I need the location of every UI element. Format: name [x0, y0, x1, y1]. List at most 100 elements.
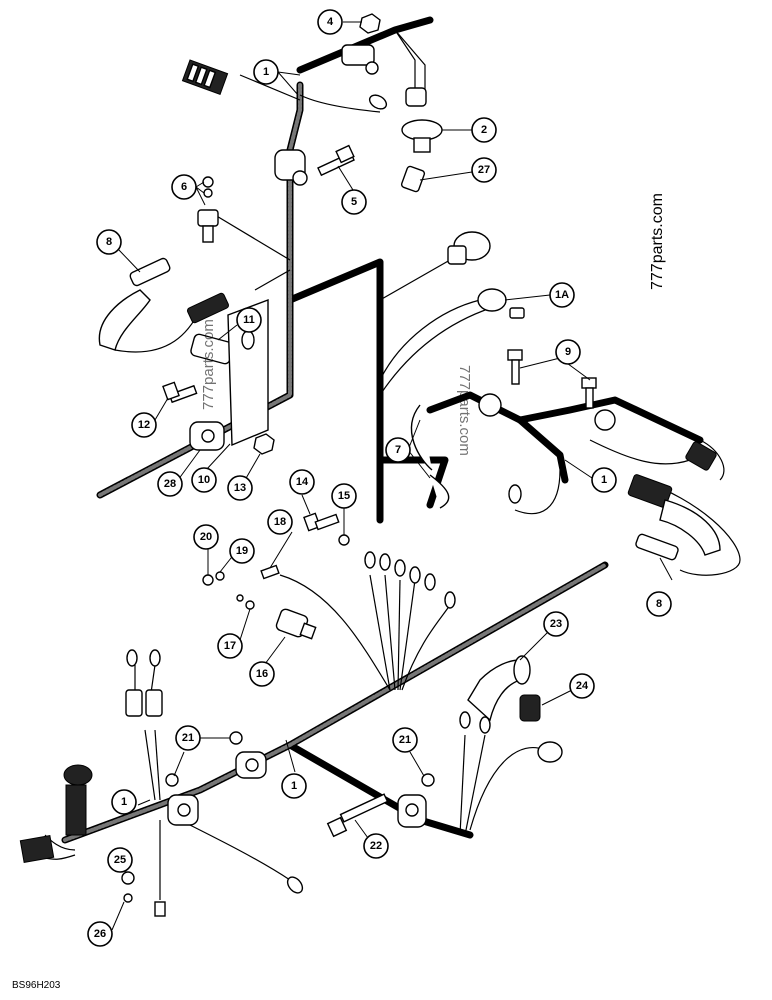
svg-text:8: 8: [656, 598, 662, 610]
svg-text:21: 21: [182, 732, 194, 744]
callout-24: 24: [569, 673, 595, 699]
svg-text:11: 11: [243, 314, 255, 326]
bolt-14: [303, 512, 340, 532]
callout-16: 16: [249, 661, 275, 687]
watermark-left: 777parts.com: [200, 319, 217, 410]
callout-13: 13: [227, 475, 253, 501]
svg-text:1A: 1A: [555, 289, 569, 301]
svg-text:14: 14: [296, 476, 309, 488]
bolt-5: [317, 144, 355, 177]
washer-19: [215, 571, 225, 581]
left-connector: [19, 764, 93, 864]
callout-21-left: 21: [175, 725, 201, 751]
terminal: [154, 901, 166, 917]
svg-text:22: 22: [370, 840, 382, 852]
callout-18: 18: [267, 509, 293, 535]
boot-23: [467, 655, 531, 722]
ring-terminal: [126, 649, 138, 667]
svg-text:7: 7: [395, 444, 401, 456]
svg-text:1: 1: [121, 796, 127, 808]
harness-clamp-top: [341, 44, 379, 75]
callout-1-right: 1: [591, 467, 617, 493]
ring-terminal: [149, 649, 161, 667]
svg-text:18: 18: [274, 516, 286, 528]
callout-27: 27: [471, 157, 497, 183]
nut-21: [229, 731, 243, 745]
nut-21: [165, 773, 179, 787]
callout-4: 4: [317, 9, 343, 35]
callout-23: 23: [543, 611, 569, 637]
fuse-holder: [125, 689, 143, 717]
harness-grommet: [478, 393, 502, 417]
fuse-holder: [145, 689, 163, 717]
svg-text:17: 17: [224, 640, 236, 652]
sensor-8-right: [635, 499, 721, 561]
terminal-set-18: [260, 551, 456, 609]
nut-20: [202, 574, 214, 586]
clamp-5: [274, 149, 308, 186]
bolt-12: [162, 381, 198, 404]
callout-7: 7: [385, 437, 411, 463]
leader-lines: [111, 21, 673, 931]
callout-6: 6: [171, 174, 197, 200]
ring-terminal: [479, 716, 491, 734]
nut-4: [359, 13, 381, 34]
callout-25: 25: [107, 847, 133, 873]
svg-text:9: 9: [565, 346, 571, 358]
clamp-21-right: [397, 794, 427, 828]
callout-19: 19: [229, 538, 255, 564]
callout-5: 5: [341, 189, 367, 215]
callout-1a: 1A: [549, 282, 575, 308]
svg-text:2: 2: [481, 124, 487, 136]
svg-text:20: 20: [200, 531, 212, 543]
callout-9: 9: [555, 339, 581, 365]
callout-12: 12: [131, 412, 157, 438]
round-connector: [447, 231, 491, 265]
harness-grommet: [594, 409, 616, 431]
callout-14: 14: [289, 469, 315, 495]
clamp-21-left: [167, 794, 199, 826]
callout-15: 15: [331, 483, 357, 509]
watermarks: 777parts.com 777parts.com 777parts.com: [200, 193, 666, 456]
svg-text:4: 4: [327, 16, 334, 28]
callout-20: 20: [193, 524, 219, 550]
washer-26: [123, 893, 133, 903]
nut-21: [421, 773, 435, 787]
sensor-16: [275, 608, 317, 640]
clamp-28: [189, 421, 225, 451]
components: [19, 13, 721, 917]
svg-text:24: 24: [576, 680, 589, 692]
wires: [44, 29, 741, 900]
callout-2: 2: [471, 117, 497, 143]
callout-17: 17: [217, 633, 243, 659]
callout-28: 28: [157, 471, 183, 497]
svg-text:16: 16: [256, 668, 268, 680]
svg-text:23: 23: [550, 618, 562, 630]
svg-text:21: 21: [399, 734, 411, 746]
end-cap: [537, 741, 563, 763]
callout-11: 11: [236, 307, 262, 333]
multipin-connector: [181, 59, 229, 95]
svg-text:28: 28: [164, 478, 176, 490]
callout-8-left: 8: [96, 229, 122, 255]
figure-code: BS96H203: [12, 980, 61, 991]
callout-8-right: 8: [646, 591, 672, 617]
svg-text:5: 5: [351, 196, 357, 208]
ring-terminal: [286, 876, 304, 894]
clamp-21-mid: [235, 751, 267, 779]
cap-24: [519, 694, 541, 722]
callout-21-right: 21: [392, 727, 418, 753]
temp-sender-6: [197, 176, 219, 243]
svg-text:1: 1: [263, 66, 269, 78]
svg-text:19: 19: [236, 545, 248, 557]
ring-terminal: [508, 484, 522, 504]
watermark-right: 777parts.com: [649, 193, 666, 290]
ground-strap-7: [410, 404, 450, 509]
connector-right-mate: [627, 474, 673, 508]
callout-26: 26: [87, 921, 113, 947]
ring-terminal: [459, 711, 471, 729]
sensor-8-left: [98, 257, 230, 353]
callouts: 4 1 2 27 5 6 8 1A 11 9 12 7 1 28 10 13 1…: [87, 9, 672, 947]
svg-text:25: 25: [114, 854, 126, 866]
